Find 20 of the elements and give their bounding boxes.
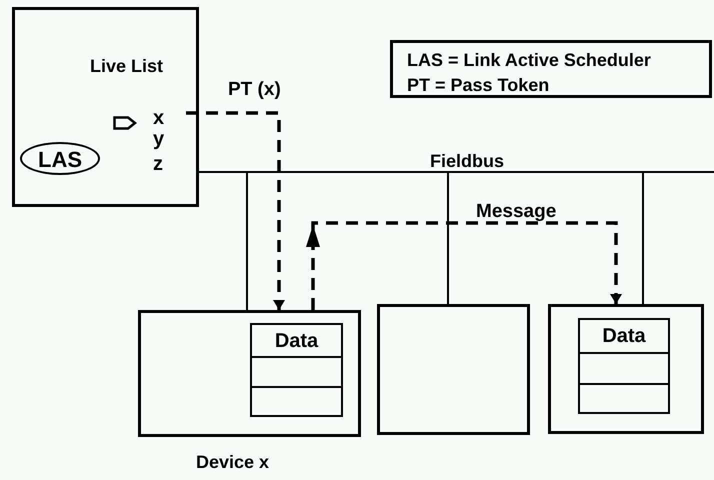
- edge-label: Message: [474, 202, 558, 221]
- list-entry: y: [153, 129, 164, 149]
- table-header: Data: [274, 331, 320, 351]
- device-box: [377, 304, 530, 435]
- panel-box: [390, 40, 712, 98]
- key-text: PT = Pass Token: [407, 76, 550, 94]
- panel-title: Live List: [90, 57, 164, 75]
- list-entry: x: [153, 108, 164, 128]
- list-entry: z: [153, 154, 163, 174]
- device-box: [548, 304, 704, 434]
- bus-label: Fieldbus: [430, 152, 504, 170]
- panel-box: [12, 7, 199, 207]
- scheduler-ellipse: [20, 142, 100, 175]
- scheduler-label: LAS: [37, 149, 83, 171]
- data-table: [250, 323, 343, 417]
- key-text: LAS = Link Active Scheduler: [407, 51, 651, 69]
- data-table: [578, 318, 670, 414]
- edge-label: PT (x): [228, 80, 281, 99]
- table-header: Data: [601, 326, 647, 346]
- device-caption: Device x: [196, 453, 270, 471]
